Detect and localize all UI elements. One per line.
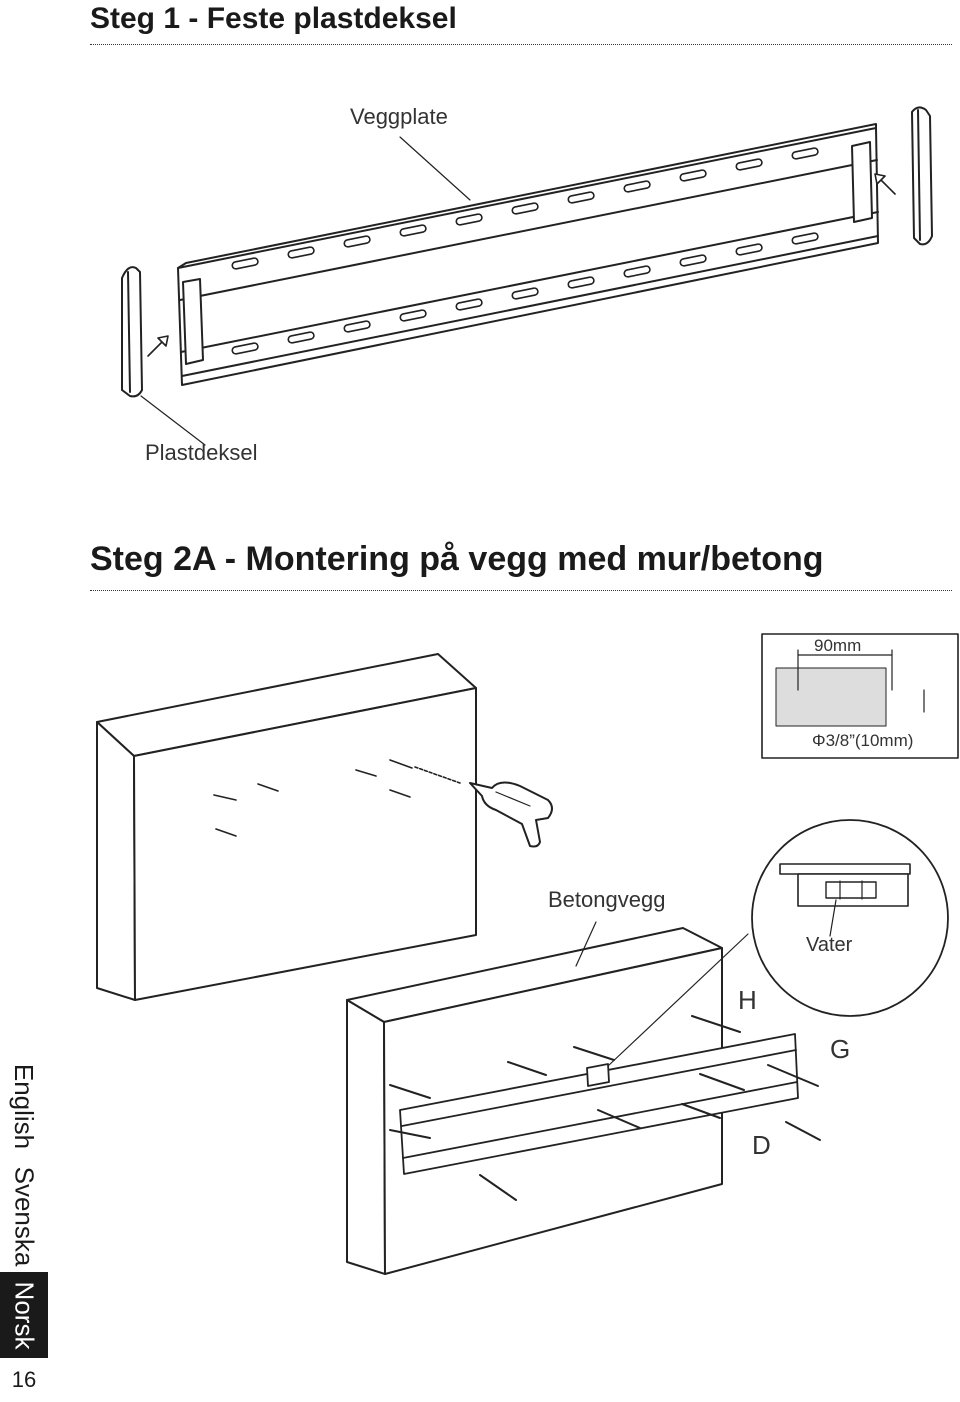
part-label-g: G (830, 1034, 851, 1064)
tab-svenska[interactable]: Svenska (0, 1160, 48, 1272)
title-divider (90, 590, 952, 591)
lag-bolts (389, 1015, 821, 1201)
level-detail (607, 819, 949, 1067)
tab-norsk[interactable]: Norsk (0, 1272, 48, 1358)
mounted-wall-plate (399, 1033, 799, 1175)
label-plastic-cover: Plastdeksel (145, 440, 258, 465)
arrow-icon (147, 173, 896, 357)
label-drill-diameter: Φ3/8”(10mm) (812, 731, 914, 750)
tab-english[interactable]: English (0, 1052, 48, 1160)
wall-anchors (213, 759, 461, 837)
plate-slots (231, 147, 819, 355)
step1-illustration (121, 106, 933, 446)
label-level: Vater (806, 934, 853, 956)
part-label-h: H (738, 985, 757, 1015)
title-divider (90, 44, 952, 45)
part-label-d: D (752, 1130, 771, 1160)
page-number: 16 (0, 1358, 48, 1402)
concrete-block-upper (96, 653, 477, 1001)
step1-title: Steg 1 - Feste plastdeksel (90, 2, 457, 35)
plastic-cover-left (121, 266, 143, 398)
plastic-cover-right (911, 106, 933, 246)
drill-depth-detail (761, 633, 959, 759)
label-drill-depth: 90mm (814, 636, 862, 655)
step2a-title: Steg 2A - Montering på vegg med mur/beto… (90, 540, 824, 578)
drill-icon (469, 781, 553, 848)
label-wall-plate: Veggplate (350, 104, 448, 129)
label-concrete-wall: Betongvegg (548, 887, 666, 912)
wall-plate (177, 123, 879, 386)
